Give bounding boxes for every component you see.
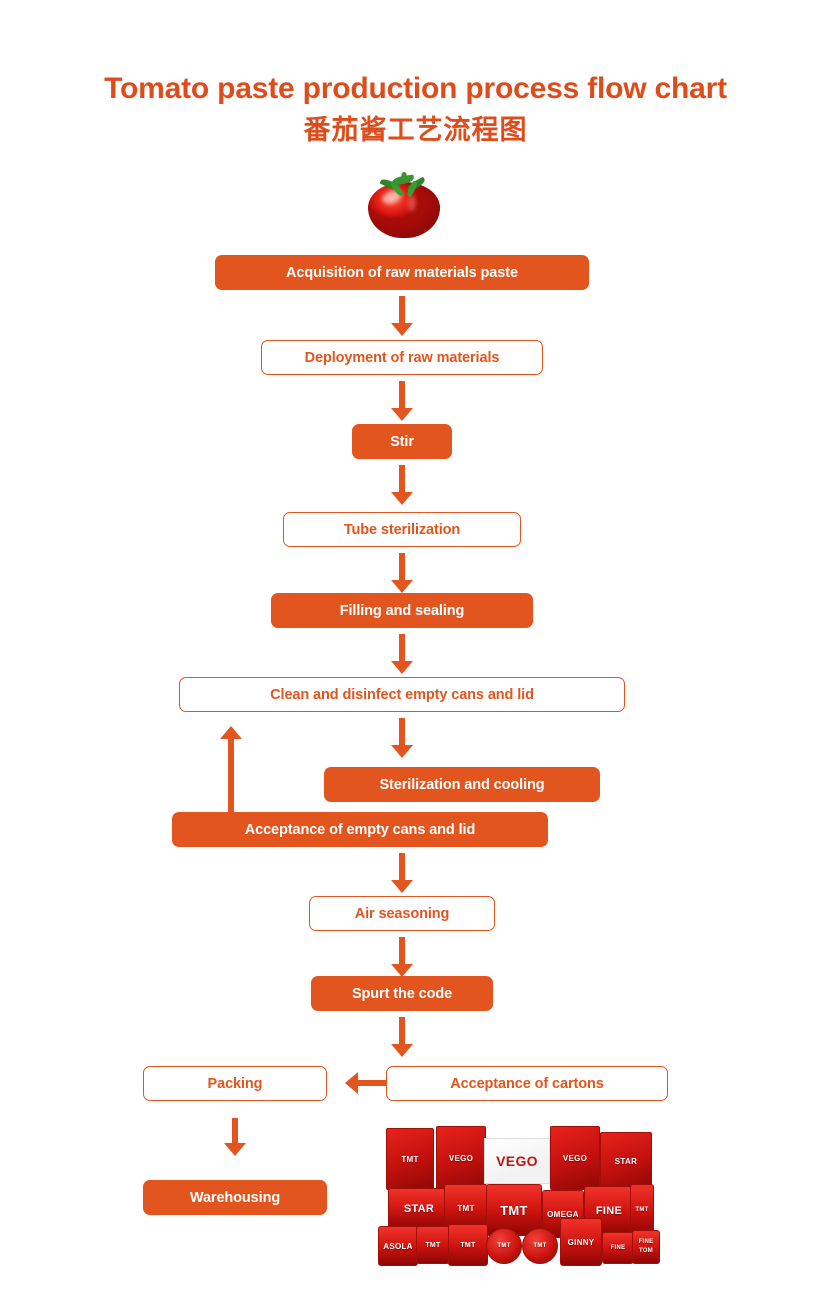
- flow-node-warehousing[interactable]: Warehousing: [143, 1180, 327, 1215]
- product-brand-label: GINNY: [567, 1237, 595, 1247]
- product-brand-label: TMT: [500, 1202, 528, 1218]
- product-brand-label: FINE: [595, 1204, 623, 1217]
- flow-node-filling-and-sealing[interactable]: Filling and sealing: [271, 593, 533, 628]
- flow-node-label: Tube sterilization: [343, 521, 461, 538]
- arrow-filling-to-clean: [391, 634, 413, 674]
- product-brand-label: TMT: [460, 1241, 476, 1249]
- product-item: GINNY: [560, 1218, 602, 1266]
- arrow-acquisition-to-deployment: [391, 296, 413, 336]
- product-item: VEGO: [484, 1138, 550, 1184]
- flow-node-label: Spurt the code: [351, 985, 453, 1002]
- product-item: ASOLA: [378, 1226, 418, 1266]
- product-brand-label: FINE: [610, 1244, 626, 1251]
- arrow-tube-to-filling: [391, 553, 413, 593]
- flow-node-air-seasoning[interactable]: Air seasoning: [309, 896, 495, 931]
- product-brand-label: TMT: [401, 1154, 419, 1164]
- product-item: TMT: [522, 1228, 558, 1264]
- flow-node-label: Acceptance of empty cans and lid: [244, 821, 476, 838]
- product-item: STAR: [388, 1188, 450, 1230]
- product-item: VEGO: [550, 1126, 600, 1190]
- product-item: TMT: [486, 1228, 522, 1264]
- arrow-spurt-to-cartons: [391, 1017, 413, 1057]
- flow-node-acceptance-of-empty-cans[interactable]: Acceptance of empty cans and lid: [172, 812, 548, 847]
- flow-node-sterilization-and-cooling[interactable]: Sterilization and cooling: [324, 767, 600, 802]
- flow-node-clean-and-disinfect[interactable]: Clean and disinfect empty cans and lid: [179, 677, 625, 712]
- product-item: TMT: [416, 1226, 450, 1264]
- flow-node-deployment[interactable]: Deployment of raw materials: [261, 340, 543, 375]
- product-brand-label: STAR: [614, 1156, 638, 1166]
- flow-node-label: Deployment of raw materials: [304, 349, 500, 366]
- flow-node-stir[interactable]: Stir: [352, 424, 452, 459]
- product-brand-label: TMT: [425, 1241, 441, 1249]
- product-item: VEGO: [436, 1126, 486, 1190]
- product-brand-label: VEGO: [448, 1153, 474, 1163]
- tomato-highlight-secondary: [408, 196, 416, 212]
- arrow-packing-to-warehousing: [224, 1118, 246, 1156]
- product-brand-label: TMT: [533, 1242, 547, 1249]
- flow-node-label: Air seasoning: [354, 905, 450, 922]
- flow-node-label: Stir: [390, 433, 414, 450]
- product-item: TMT: [486, 1184, 542, 1236]
- flow-node-acceptance-of-cartons[interactable]: Acceptance of cartons: [386, 1066, 668, 1101]
- arrow-clean-to-sterilization: [391, 718, 413, 758]
- flow-node-label: Acceptance of cartons: [450, 1075, 604, 1092]
- page-title-english: Tomato paste production process flow cha…: [104, 72, 727, 105]
- product-item: TMT: [448, 1224, 488, 1266]
- product-brand-label: VEGO: [496, 1152, 538, 1169]
- product-item: FINE: [602, 1232, 634, 1264]
- product-brand-label: TMT: [497, 1242, 511, 1249]
- arrow-air-to-spurt: [391, 937, 413, 977]
- product-item: TMT: [386, 1128, 434, 1190]
- page-title-block: Tomato paste production process flow cha…: [0, 70, 831, 148]
- flow-node-label: Sterilization and cooling: [379, 776, 545, 793]
- product-brand-label: VEGO: [562, 1153, 588, 1163]
- product-collage: TMT VEGO VEGO VEGO STAR STAR TMT TMT OME…: [372, 1122, 664, 1282]
- arrow-deployment-to-stir: [391, 381, 413, 421]
- tomato-body: [368, 182, 440, 238]
- flow-node-label: Acquisition of raw materials paste: [286, 264, 518, 281]
- product-brand-label: OMEGA: [547, 1209, 579, 1219]
- flow-node-label: Warehousing: [189, 1189, 281, 1206]
- product-brand-label: FINE TOM: [638, 1239, 654, 1254]
- product-brand-label: TMT: [457, 1203, 475, 1213]
- flow-node-label: Clean and disinfect empty cans and lid: [270, 686, 534, 703]
- arrow-cartons-to-packing: [345, 1072, 387, 1094]
- page-title-chinese: 番茄酱工艺流程图: [303, 115, 528, 145]
- product-item: STAR: [600, 1132, 652, 1190]
- product-item: FINE TOM: [632, 1230, 660, 1264]
- arrow-acceptcans-to-clean: [220, 726, 242, 812]
- flow-node-label: Filling and sealing: [339, 602, 465, 619]
- flow-node-packing[interactable]: Packing: [143, 1066, 327, 1101]
- flow-node-spurt-the-code[interactable]: Spurt the code: [311, 976, 493, 1011]
- product-brand-label: ASOLA: [383, 1241, 413, 1251]
- tomato-icon: [362, 171, 446, 238]
- product-brand-label: TMT: [635, 1206, 649, 1213]
- flow-node-tube-sterilization[interactable]: Tube sterilization: [283, 512, 521, 547]
- arrow-stir-to-tube: [391, 465, 413, 505]
- flow-node-label: Packing: [207, 1075, 263, 1092]
- product-brand-label: STAR: [403, 1202, 435, 1215]
- flow-node-acquisition[interactable]: Acquisition of raw materials paste: [215, 255, 589, 290]
- arrow-acceptcans-to-air: [391, 853, 413, 893]
- product-item: TMT: [630, 1184, 654, 1236]
